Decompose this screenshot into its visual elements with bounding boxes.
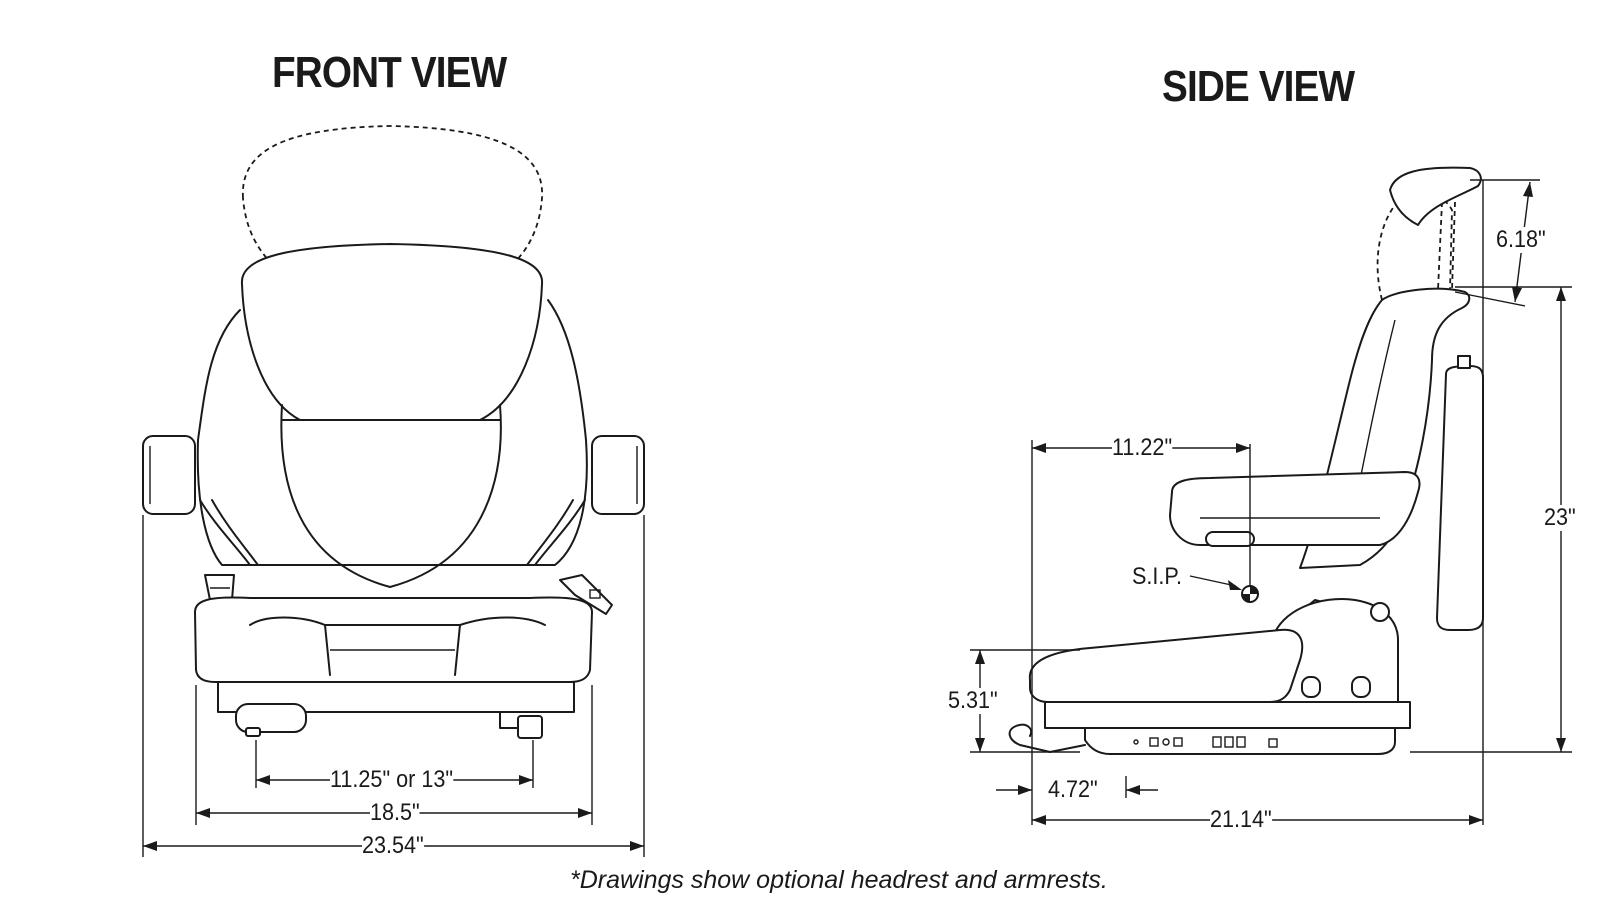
- side-adjust-lever: [1008, 723, 1086, 753]
- side-base-plate: [1044, 701, 1411, 729]
- sip-label: S.I.P.: [1132, 563, 1183, 590]
- overall-width-dimension: 23.54": [362, 832, 424, 859]
- footnote: *Drawings show optional headrest and arm…: [570, 866, 1108, 894]
- lever-offset-dimension: 4.72": [1048, 776, 1098, 803]
- front-adjust-knob: [235, 703, 307, 733]
- front-right-lever: [517, 715, 543, 739]
- side-view-seat-drawing: [1008, 166, 1484, 755]
- headrest-height-dimension: 6.18": [1496, 226, 1546, 253]
- front-backrest: [196, 299, 588, 566]
- front-view-title: FRONT VIEW: [272, 48, 507, 97]
- side-seat-cushion: [1028, 628, 1304, 703]
- front-headrest: [240, 243, 544, 421]
- side-headrest: [1389, 166, 1482, 226]
- side-mechanism-plate: [1267, 598, 1399, 703]
- side-armrest: [1169, 471, 1421, 546]
- seat-width-dimension: 18.5": [370, 799, 420, 826]
- overall-depth-dimension: 21.14": [1210, 806, 1272, 833]
- front-right-armrest: [591, 435, 645, 515]
- front-left-armrest: [142, 435, 196, 515]
- front-to-sip-dimension: 11.22": [1112, 434, 1173, 461]
- side-slide-rail: [1084, 727, 1396, 755]
- front-seatbelt-right: [559, 574, 613, 615]
- backrest-height-dimension: 23": [1544, 504, 1576, 531]
- front-optional-headrest-dashed: [242, 125, 543, 303]
- front-view-seat-drawing: [142, 125, 645, 739]
- side-view-title: SIDE VIEW: [1162, 62, 1355, 111]
- side-rear-panel: [1436, 365, 1484, 631]
- mount-spacing-dimension: 11.25" or 13": [330, 766, 454, 793]
- side-dimension-lines: [970, 179, 1572, 825]
- front-seat-cushion: [194, 596, 593, 683]
- seat-height-dimension: 5.31": [948, 687, 998, 714]
- front-back-cushion-panel: [280, 404, 502, 588]
